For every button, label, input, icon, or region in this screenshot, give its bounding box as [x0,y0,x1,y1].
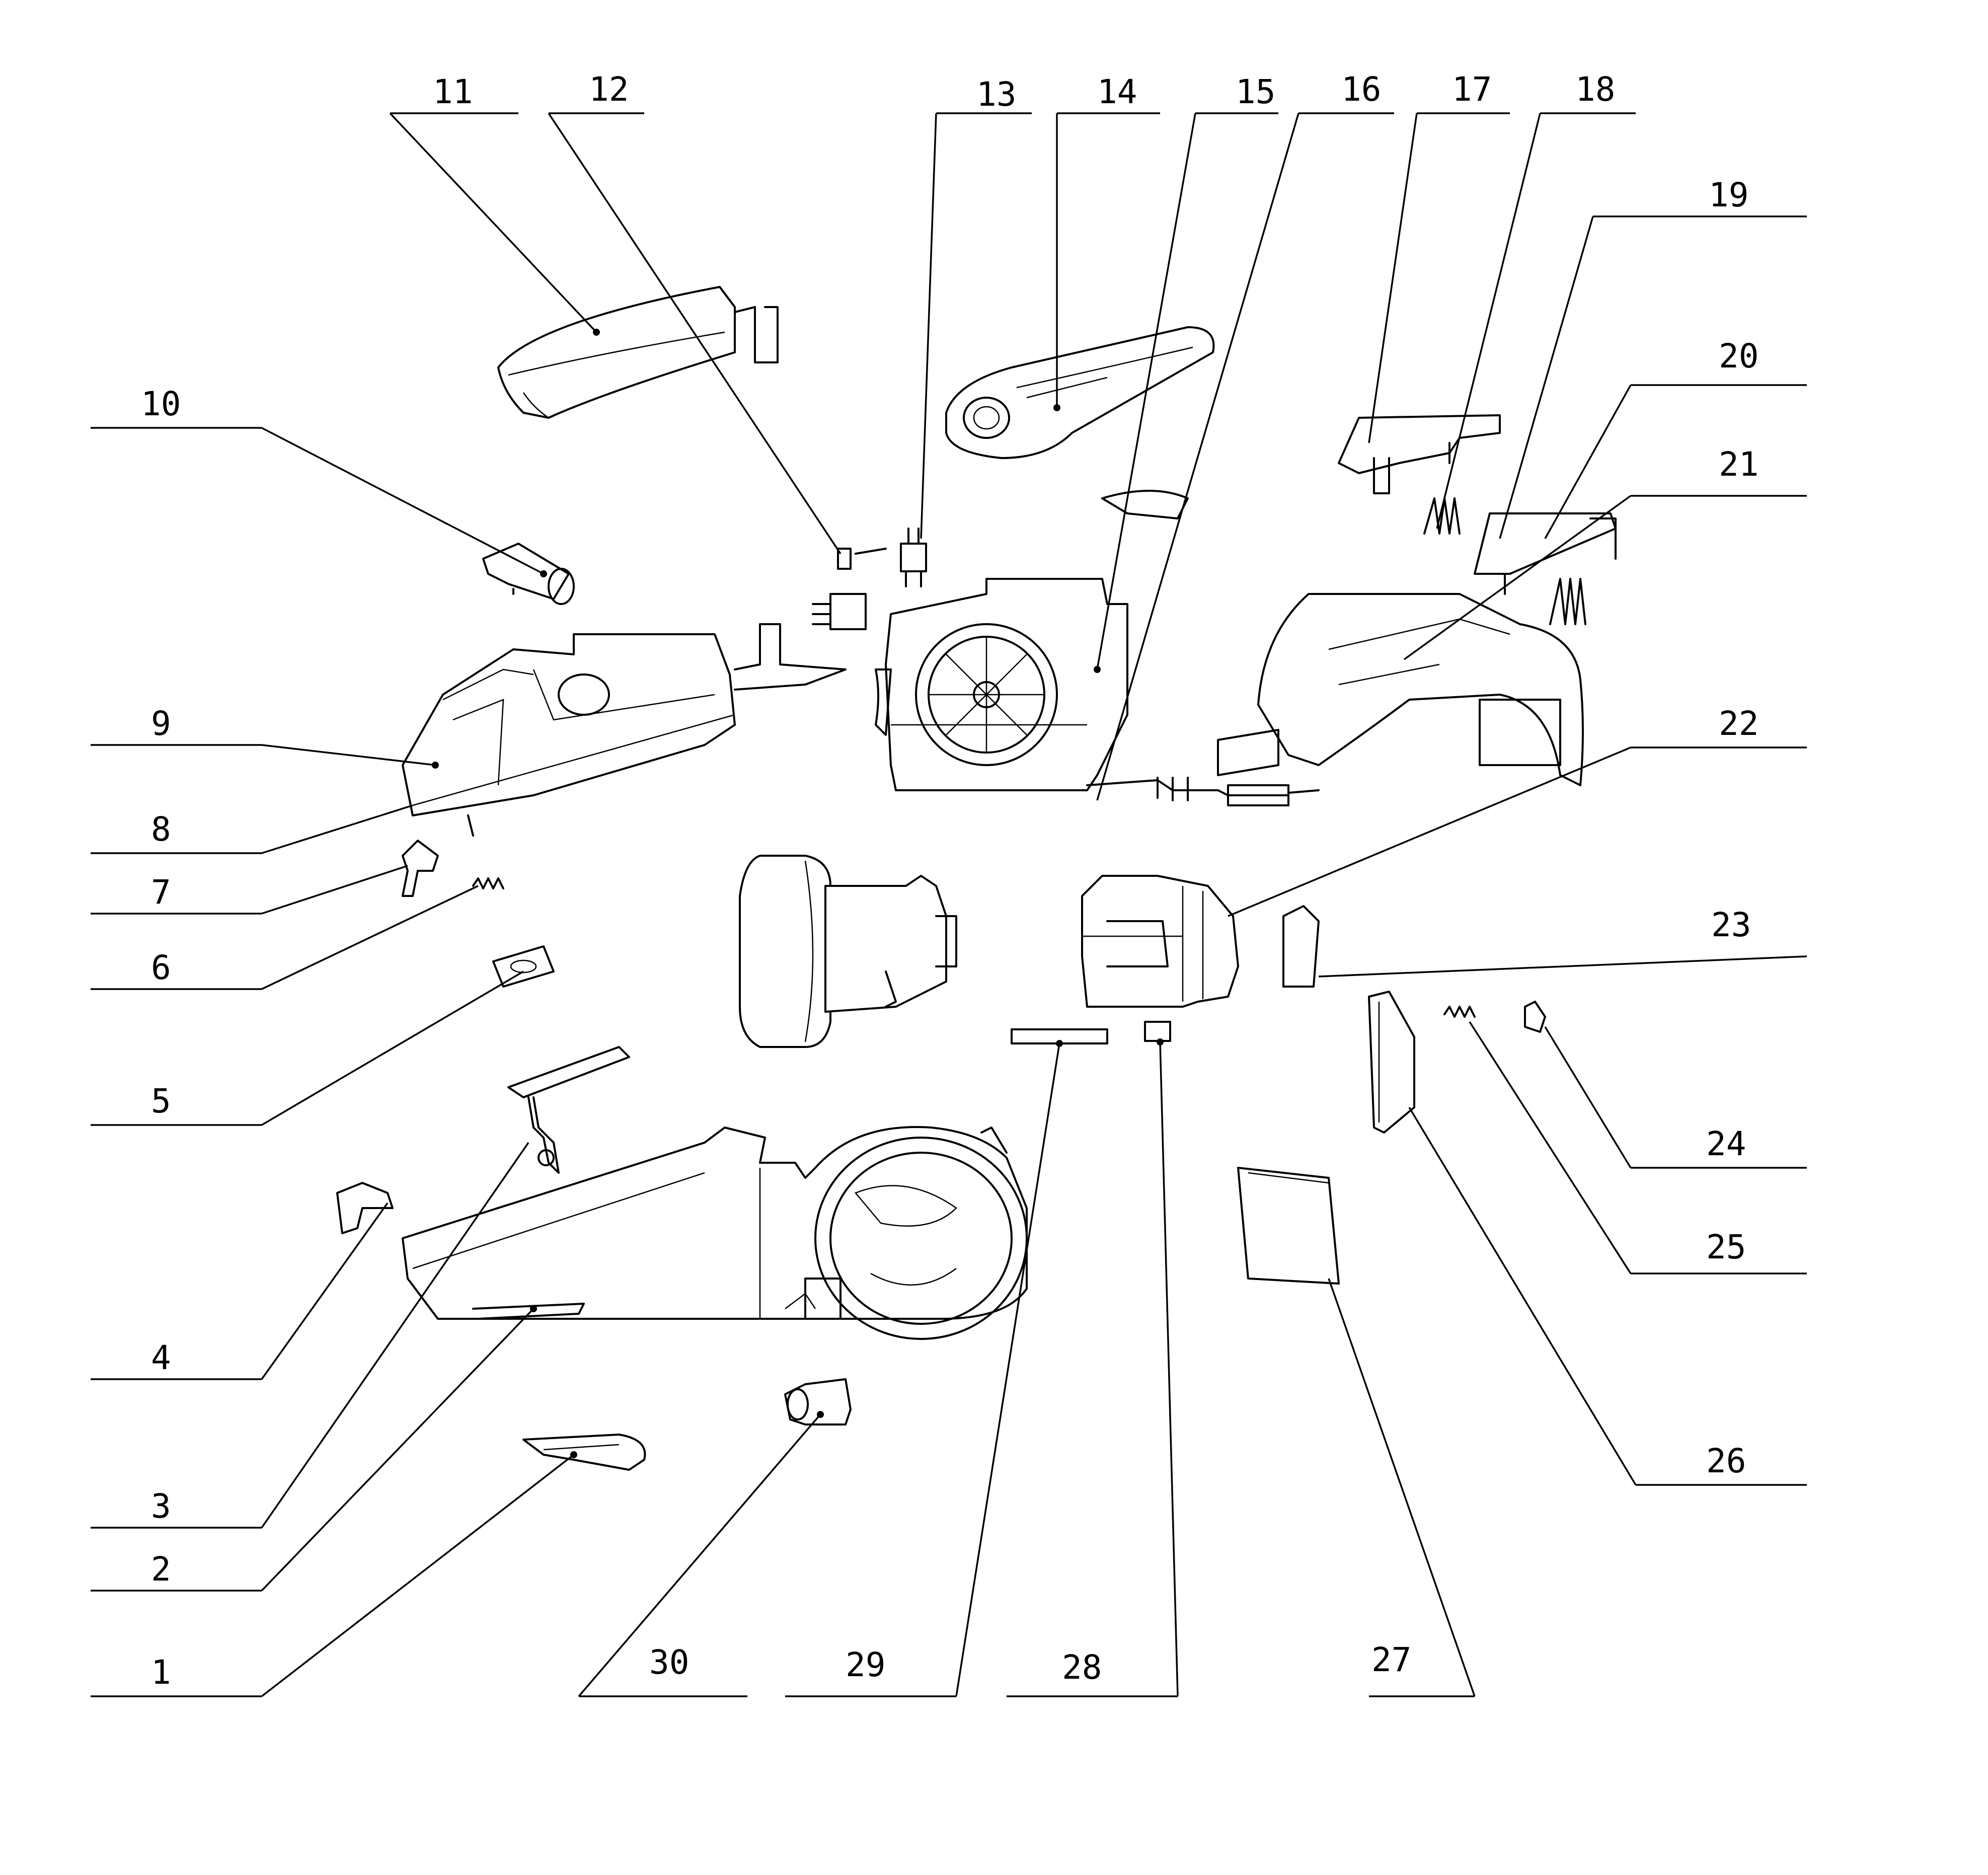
part-18-spring [1423,497,1461,535]
callout-21: 21 [1719,445,1758,484]
callout-12: 12 [589,70,629,109]
part-28-filter-pad [1237,1167,1340,1285]
part-1-brush [522,1434,646,1471]
part-2-main-body [402,1126,1028,1340]
callout-26: 26 [1706,1442,1746,1480]
callout-10: 10 [141,385,181,423]
part-19-rear-housing [1217,593,1584,786]
leader-dots [432,329,1164,1458]
part-26-clip [1524,1001,1546,1033]
callout-15: 15 [1236,72,1275,111]
part-30-button [1144,1021,1171,1042]
part-20-switch-button [1474,512,1617,595]
part-6-spring [472,877,504,889]
callout-2: 2 [151,1550,171,1589]
part-24-filter-frame [1282,905,1320,988]
part-3-lever [507,1046,630,1174]
callout-29: 29 [846,1645,885,1684]
callout-14: 14 [1097,72,1137,111]
part-14-top-handle [945,326,1215,459]
part-13-connector [900,528,927,587]
part-23-gearbox [1081,875,1239,1008]
part-11-handle-cover [497,286,779,419]
callout-5: 5 [151,1082,171,1120]
part-5-trigger [492,945,555,988]
callout-4: 4 [151,1338,171,1377]
part-17-switch-cover [1338,414,1501,494]
part-7-latch [402,840,439,897]
part-22-motor [739,855,957,1048]
callout-23: 23 [1711,906,1751,944]
callout-8: 8 [151,810,171,849]
leader-lines [91,112,1807,1697]
callout-13: 13 [976,75,1016,114]
part-12-switch [812,548,887,630]
callout-9: 9 [151,704,171,743]
callout-7: 7 [151,873,171,912]
part-9-upper-body [402,623,847,837]
callout-19: 19 [1709,176,1748,214]
callout-labels: 11 12 13 14 15 16 17 18 19 20 21 22 23 2… [141,70,1758,1692]
part-25-spring [1443,1006,1476,1018]
callout-28: 28 [1062,1648,1102,1687]
callout-22: 22 [1719,704,1758,743]
part-10-nozzle [482,543,575,605]
callout-1: 1 [151,1653,171,1692]
part-16-clip [1101,490,1189,519]
part-21-spring [1549,578,1586,625]
callout-18: 18 [1575,70,1615,109]
callout-20: 20 [1719,337,1758,376]
callout-30: 30 [649,1643,689,1682]
part-4-bracket [336,1182,394,1234]
callout-24: 24 [1706,1124,1746,1163]
part-15-fan-case [875,578,1320,806]
callout-17: 17 [1452,70,1492,109]
part-27-filter-cover [1368,991,1415,1134]
callout-27: 27 [1371,1640,1411,1679]
callout-3: 3 [151,1487,171,1526]
part-30-valve [784,1378,852,1426]
callout-6: 6 [151,948,171,987]
callout-11: 11 [433,72,473,111]
callout-16: 16 [1341,70,1381,109]
callout-25: 25 [1706,1228,1746,1266]
